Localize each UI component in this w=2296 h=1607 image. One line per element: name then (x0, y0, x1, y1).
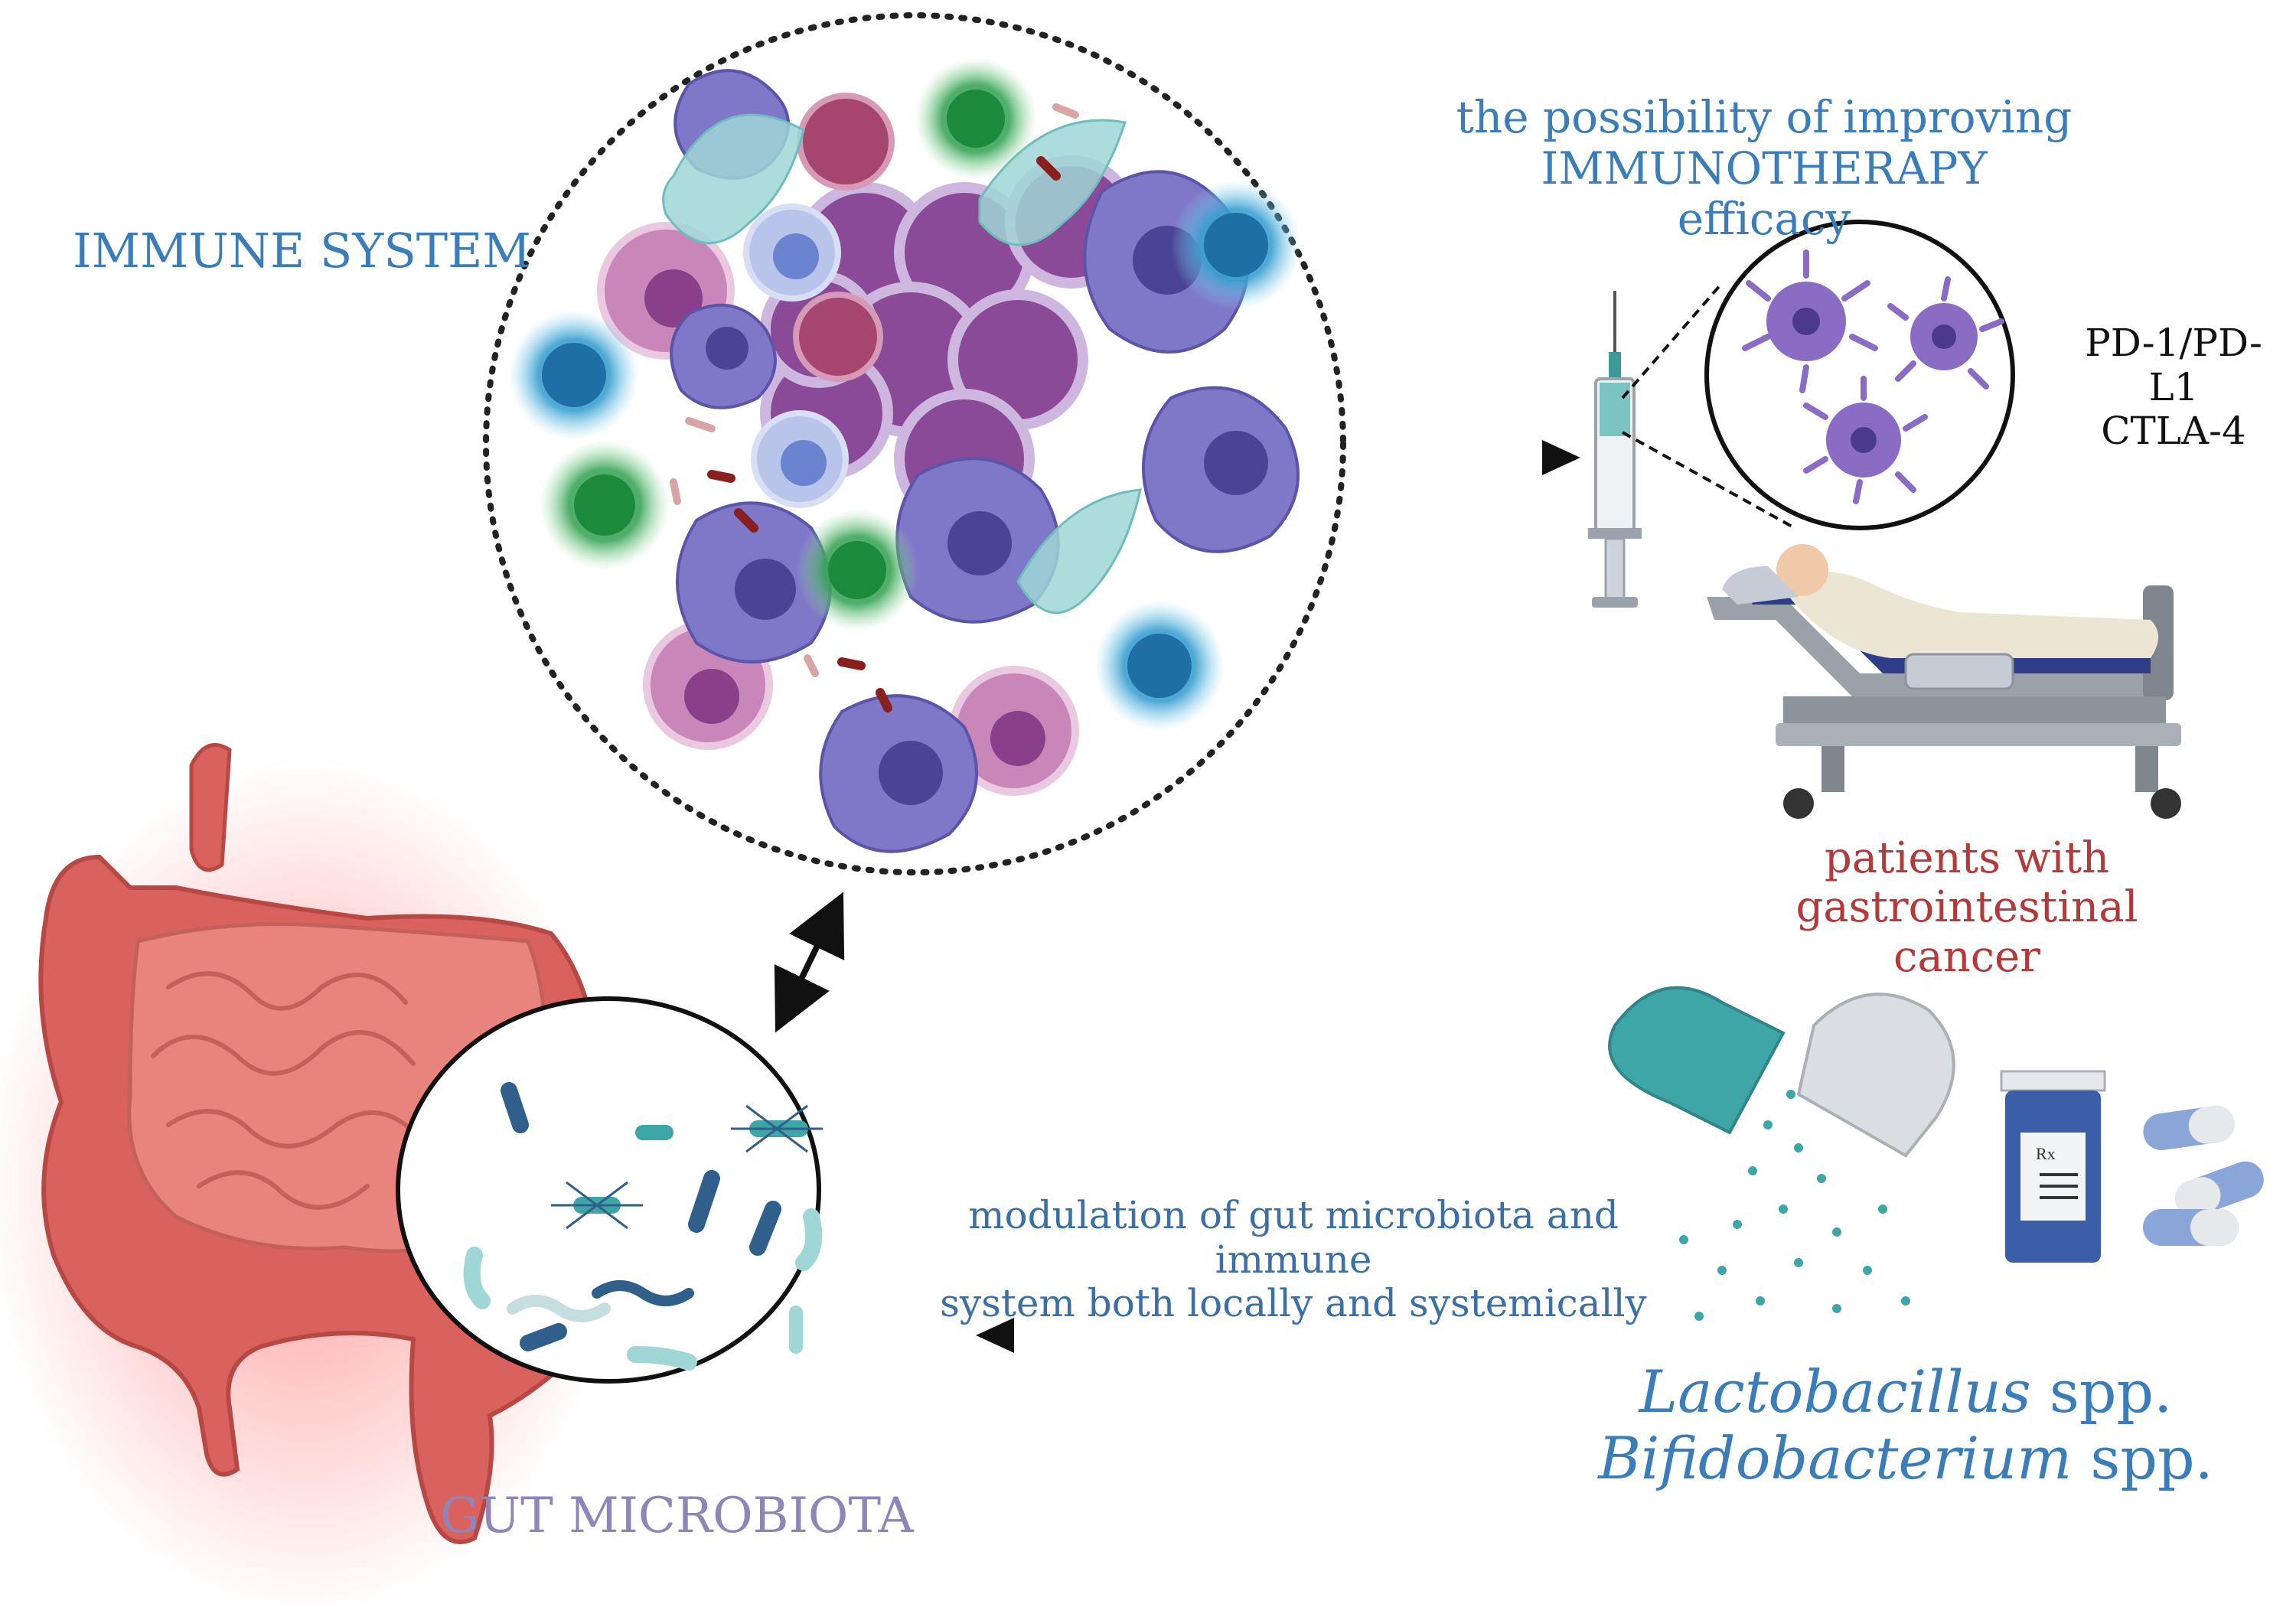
immunotherapy-label: the possibility of improving IMMUNOTHERA… (1232, 92, 2296, 245)
modulation-line-2: system both locally and systemically (940, 1281, 1647, 1325)
intestine-illustration (0, 742, 628, 1607)
pills-icon (2143, 1105, 2264, 1246)
immune-system-label: IMMUNE SYSTEM (73, 223, 531, 279)
lactobacillus-line: Lactobacillus spp. (1577, 1358, 2235, 1425)
checkpoint-line-1: PD-1/PD-L1 (2085, 321, 2262, 409)
patients-line-1: patients with gastrointestinal (1795, 833, 2138, 933)
checkpoint-label: PD-1/PD-L1 CTLA-4 (2066, 321, 2281, 454)
immunotherapy-line-2: efficacy (1677, 193, 1851, 246)
patients-line-2: cancer (1893, 931, 2041, 982)
modulation-line-1: modulation of gut microbiota and immune (968, 1193, 1619, 1282)
patients-label: patients with gastrointestinal cancer (1676, 833, 2258, 982)
rx-symbol: Rx (2036, 1144, 2056, 1163)
lactobacillus-spp: spp. (2030, 1358, 2173, 1426)
dendritic-cells-circle (1704, 220, 2015, 530)
bifidobacterium-spp: spp. (2072, 1424, 2213, 1493)
arrowhead-right (1542, 440, 1580, 475)
modulation-label: modulation of gut microbiota and immune … (895, 1193, 1691, 1326)
probiotic-species-label: Lactobacillus spp. Bifidobacterium spp. (1577, 1358, 2235, 1492)
lactobacillus-genus: Lactobacillus (1639, 1358, 2031, 1426)
probiotic-capsule-icon (1608, 986, 1955, 1321)
checkpoint-line-2: CTLA-4 (2101, 409, 2246, 453)
hospital-bed-patient (1707, 544, 2181, 819)
bacteria-circle (396, 996, 823, 1384)
arrowhead-left (976, 1318, 1014, 1353)
immunotherapy-line-1: the possibility of improving IMMUNOTHERA… (1456, 91, 2073, 194)
gut-microbiota-label: GUT MICROBIOTA (440, 1488, 914, 1544)
bifidobacterium-genus: Bifidobacterium (1598, 1424, 2073, 1493)
immune-cells-circle (483, 12, 1346, 875)
pill-bottle-icon: Rx (2000, 1070, 2106, 1263)
syringe-icon (1588, 291, 1642, 608)
bifidobacterium-line: Bifidobacterium spp. (1577, 1425, 2235, 1491)
bidirectional-arrow (774, 892, 845, 1033)
